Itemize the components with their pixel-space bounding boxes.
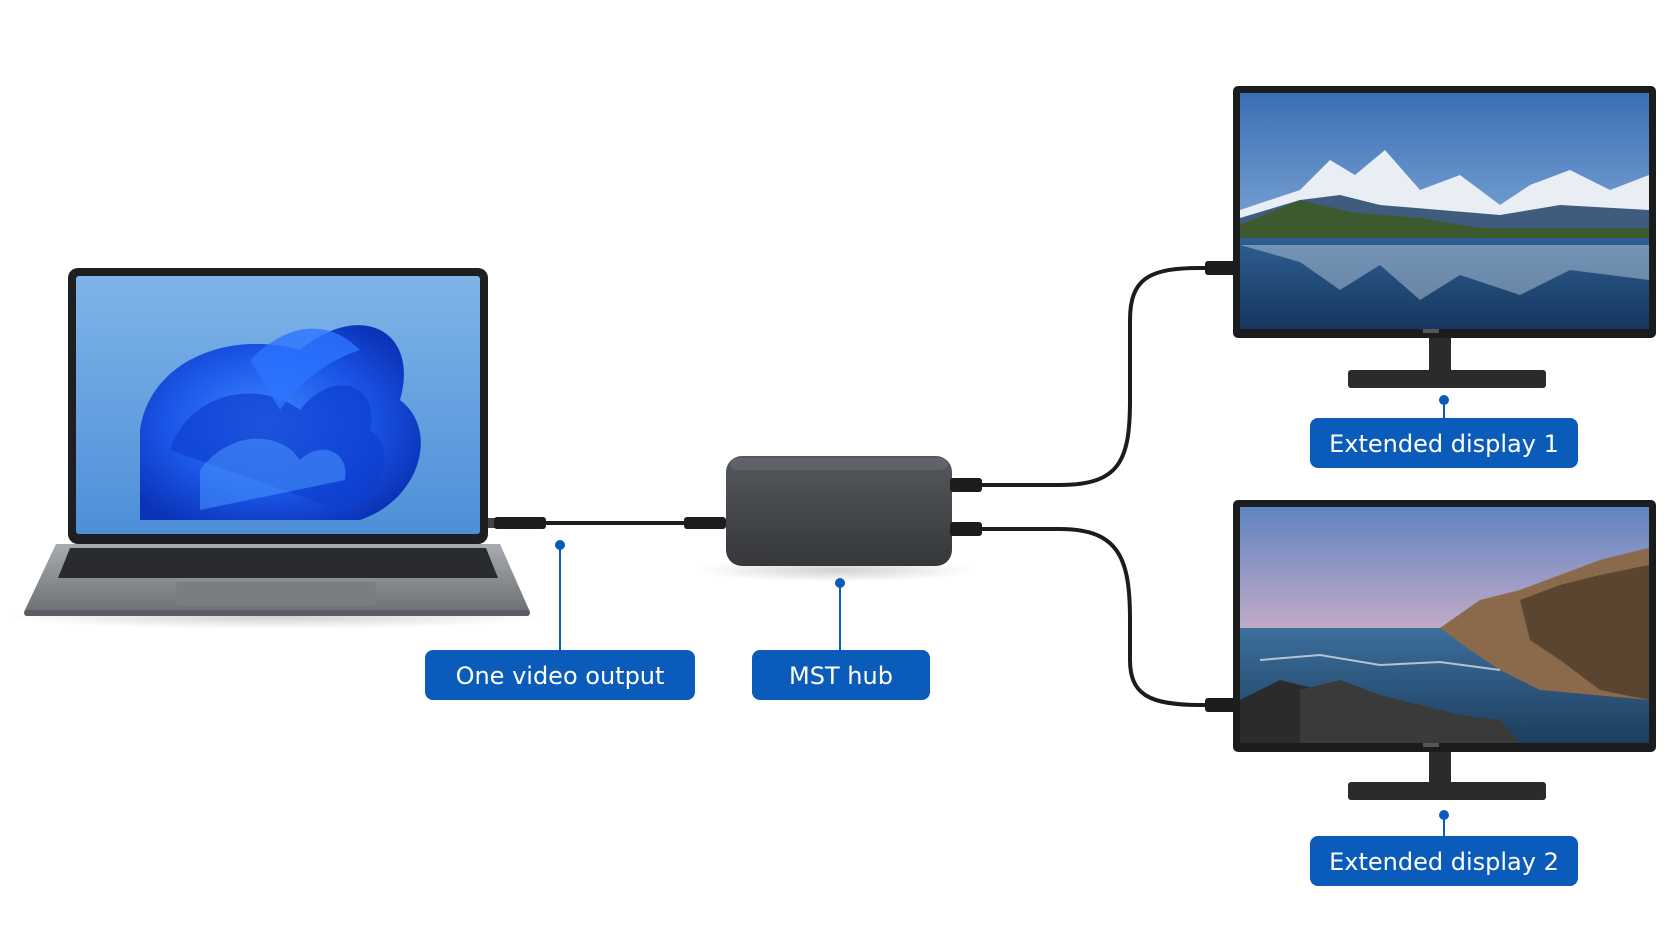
label-mst-hub: MST hub — [789, 662, 893, 690]
monitor-1-screen — [1240, 93, 1649, 329]
laptop-cable — [494, 517, 726, 529]
callout-mst-hub: MST hub — [752, 578, 930, 700]
label-extended-display-2: Extended display 2 — [1329, 848, 1559, 876]
monitor-2-icon — [1233, 500, 1656, 800]
display-cables — [980, 266, 1212, 707]
laptop-icon — [5, 268, 545, 629]
callout-one-video-output: One video output — [425, 540, 695, 700]
laptop-touchpad — [176, 582, 376, 606]
label-extended-display-1: Extended display 1 — [1329, 430, 1559, 458]
label-one-video-output: One video output — [456, 662, 665, 690]
monitor-2-screen — [1240, 507, 1649, 743]
monitor-1-icon — [1233, 86, 1656, 388]
callout-extended-display-2: Extended display 2 — [1310, 810, 1578, 886]
callout-extended-display-1: Extended display 1 — [1310, 395, 1578, 468]
mst-hub-icon — [696, 456, 982, 582]
laptop-keyboard — [58, 548, 498, 578]
wallpaper-bloom-icon — [140, 325, 421, 520]
